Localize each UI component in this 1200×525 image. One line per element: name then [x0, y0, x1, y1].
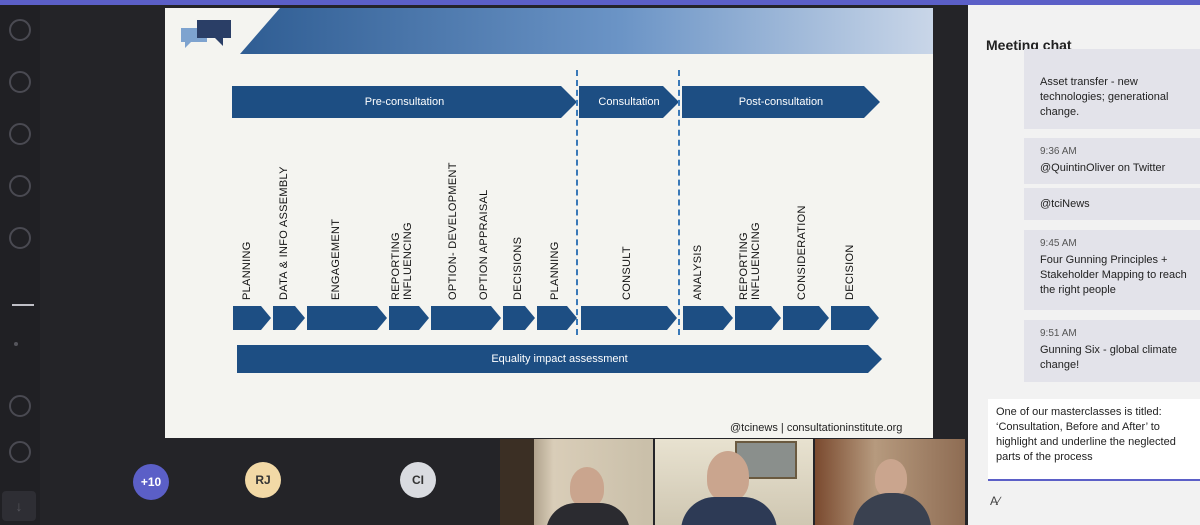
shared-slide: Pre-consultation Consultation Post-consu… — [165, 8, 933, 438]
stage-label-data-info-assembly: DATA & INFO ASSEMBLY — [278, 166, 290, 300]
phase-divider-2 — [678, 70, 680, 335]
app-rail: ↓ — [0, 5, 40, 525]
stage-label-planning-2: PLANNING — [549, 241, 561, 300]
stage-label-consult: CONSULT — [621, 246, 633, 300]
phase-divider-1 — [576, 70, 578, 335]
step-arrow — [431, 306, 501, 330]
step-arrow — [273, 306, 305, 330]
chat-message-text: Asset transfer - new technologies; gener… — [1040, 76, 1169, 118]
help-icon — [9, 441, 31, 463]
chat-message-text: Gunning Six - global climate change! — [1040, 344, 1177, 371]
calendar-rail-item[interactable] — [0, 171, 40, 217]
stage-label-option-appraisal: OPTION APPRAISAL — [478, 189, 490, 300]
step-arrow — [683, 306, 733, 330]
participant-avatar-rj[interactable]: RJ — [245, 462, 281, 498]
chat-message[interactable]: 9:45 AM Four Gunning Principles + Stakeh… — [1024, 230, 1200, 310]
participant-body — [546, 503, 630, 525]
chat-message[interactable]: Asset transfer - new technologies; gener… — [1024, 49, 1200, 129]
teams-icon — [9, 123, 31, 145]
step-arrow — [307, 306, 387, 330]
step-arrow — [537, 306, 577, 330]
participant-body — [853, 493, 931, 525]
chat-message-text: @QuintinOliver on Twitter — [1040, 162, 1166, 174]
phone-icon — [9, 227, 31, 249]
top-accent-bar — [0, 0, 1200, 5]
stage-label-consideration: CONSIDERATION — [796, 205, 808, 300]
calendar-icon — [9, 175, 31, 197]
participant-face — [707, 451, 749, 501]
stage-label-reporting-influencing-2: REPORTING INFLUENCING — [738, 222, 762, 300]
chat-compose-box[interactable]: One of our masterclasses is titled: ‘Con… — [988, 399, 1200, 481]
step-arrow — [389, 306, 429, 330]
help-rail-item[interactable] — [0, 437, 40, 483]
rail-dot — [14, 342, 18, 346]
bookshelf — [500, 439, 534, 525]
participant-body — [681, 497, 777, 525]
phase-post-consultation: Post-consultation — [682, 86, 880, 118]
stage-label-planning: PLANNING — [241, 241, 253, 300]
chat-message[interactable]: 9:51 AM Gunning Six - global climate cha… — [1024, 320, 1200, 382]
phase-consultation: Consultation — [579, 86, 679, 118]
step-arrow — [831, 306, 879, 330]
chat-rail-item[interactable] — [0, 67, 40, 113]
chat-message-time: 9:51 AM — [1040, 328, 1077, 339]
activity-rail-item[interactable] — [0, 15, 40, 61]
speech-bubbles-logo-icon — [181, 20, 231, 48]
participant-face — [570, 467, 604, 507]
stage-label-decisions: DECISIONS — [512, 236, 524, 300]
chat-message[interactable]: @tciNews — [1024, 188, 1200, 220]
stage-label-option-development: OPTION- DEVELOPMENT — [447, 162, 459, 300]
bell-icon — [9, 19, 31, 41]
chat-message-text: Four Gunning Principles + Stakeholder Ma… — [1040, 254, 1187, 296]
slide-footer: @tcinews | consultationinstitute.org — [730, 422, 903, 434]
step-arrow — [233, 306, 271, 330]
meeting-stage: Pre-consultation Consultation Post-consu… — [40, 5, 968, 525]
calls-rail-item[interactable] — [0, 223, 40, 269]
participant-video-1[interactable] — [500, 439, 653, 525]
teams-rail-item[interactable] — [0, 119, 40, 165]
download-icon[interactable]: ↓ — [2, 491, 36, 521]
phase-pre-consultation: Pre-consultation — [232, 86, 577, 118]
meeting-chat-panel: Meeting chat Asset transfer - new techno… — [968, 5, 1200, 525]
participant-avatar-ci[interactable]: CI — [400, 462, 436, 498]
more-participants-button[interactable]: +10 — [133, 464, 169, 500]
apps-icon — [9, 395, 31, 417]
apps-rail-item[interactable] — [0, 391, 40, 437]
stage-label-engagement: ENGAGEMENT — [330, 218, 342, 300]
chat-message-time: 9:36 AM — [1040, 146, 1077, 157]
equality-impact-bar: Equality impact assessment — [237, 345, 882, 373]
stage-label-reporting-influencing: REPORTING INFLUENCING — [390, 222, 414, 300]
chat-message[interactable]: 9:36 AM @QuintinOliver on Twitter — [1024, 138, 1200, 184]
participant-video-3[interactable] — [815, 439, 965, 525]
chat-message-time: 9:45 AM — [1040, 238, 1077, 249]
step-arrow — [783, 306, 829, 330]
rail-divider — [12, 304, 34, 306]
step-arrow — [503, 306, 535, 330]
participant-face — [875, 459, 907, 497]
stage-label-analysis: ANALYSIS — [692, 244, 704, 300]
step-arrow — [581, 306, 677, 330]
chat-icon — [9, 71, 31, 93]
slide-header-band — [240, 8, 933, 54]
chat-message-text: @tciNews — [1040, 198, 1090, 210]
step-arrow — [735, 306, 781, 330]
stage-label-decision: DECISION — [844, 244, 856, 300]
format-text-icon[interactable]: A∕ — [990, 494, 1001, 508]
participant-video-2[interactable] — [655, 439, 813, 525]
